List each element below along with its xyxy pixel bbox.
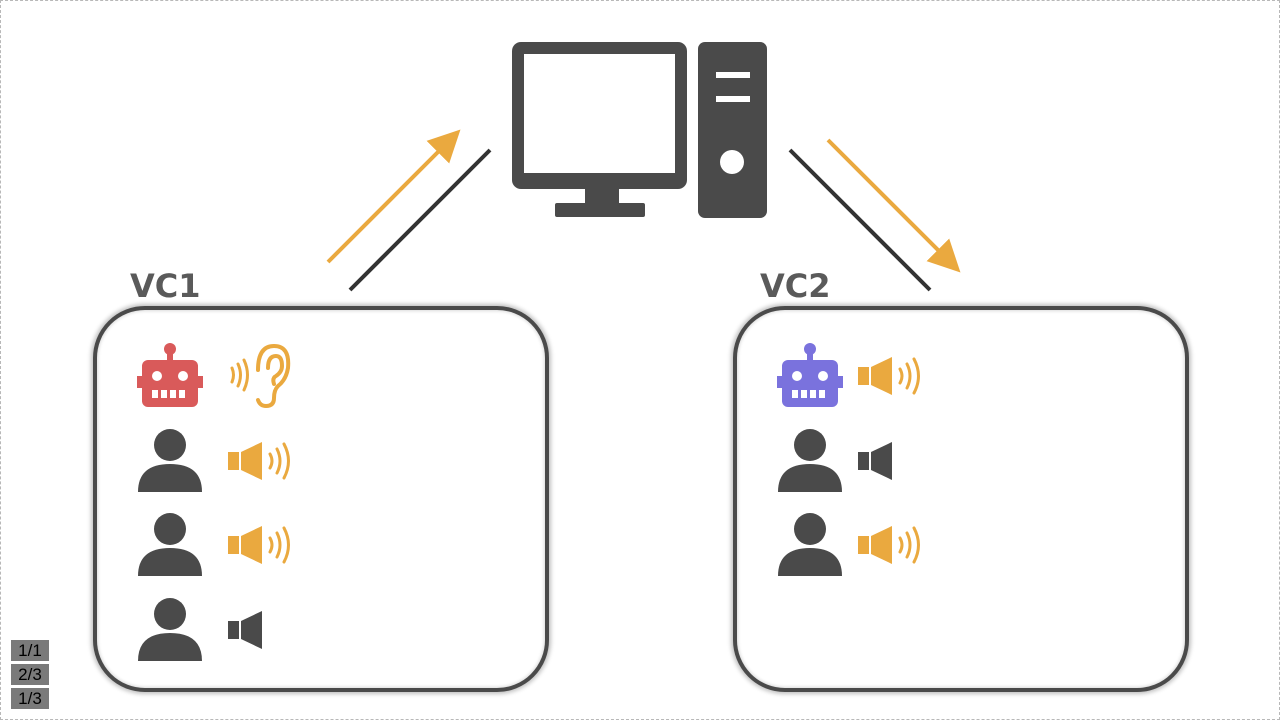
speaker-muted-icon	[228, 611, 262, 649]
vc2-label: VC2	[760, 267, 831, 305]
person-icon	[778, 429, 842, 492]
page-badges: 1/1 2/3 1/3	[11, 640, 49, 712]
vc1-label: VC1	[130, 267, 201, 305]
connector-vc1-server	[348, 148, 492, 292]
connector-server-vc2	[788, 148, 932, 292]
person-icon	[138, 598, 202, 661]
robot-icon	[137, 343, 203, 407]
page-badge: 1/3	[11, 688, 49, 709]
robot-icon	[777, 343, 843, 407]
ear-icon	[230, 343, 291, 409]
page-badge: 2/3	[11, 664, 49, 685]
speaker-muted-icon	[858, 442, 892, 480]
person-icon	[778, 513, 842, 576]
arrow-server-to-vc2	[826, 138, 961, 273]
speaker-sound-icon	[858, 526, 920, 564]
arrow-vc1-to-server	[326, 129, 461, 264]
speaker-sound-icon	[858, 357, 920, 395]
person-icon	[138, 429, 202, 492]
speaker-sound-icon	[228, 526, 290, 564]
speaker-sound-icon	[228, 442, 290, 480]
desktop-computer-icon	[512, 42, 767, 218]
page-badge: 1/1	[11, 640, 49, 661]
person-icon	[138, 513, 202, 576]
